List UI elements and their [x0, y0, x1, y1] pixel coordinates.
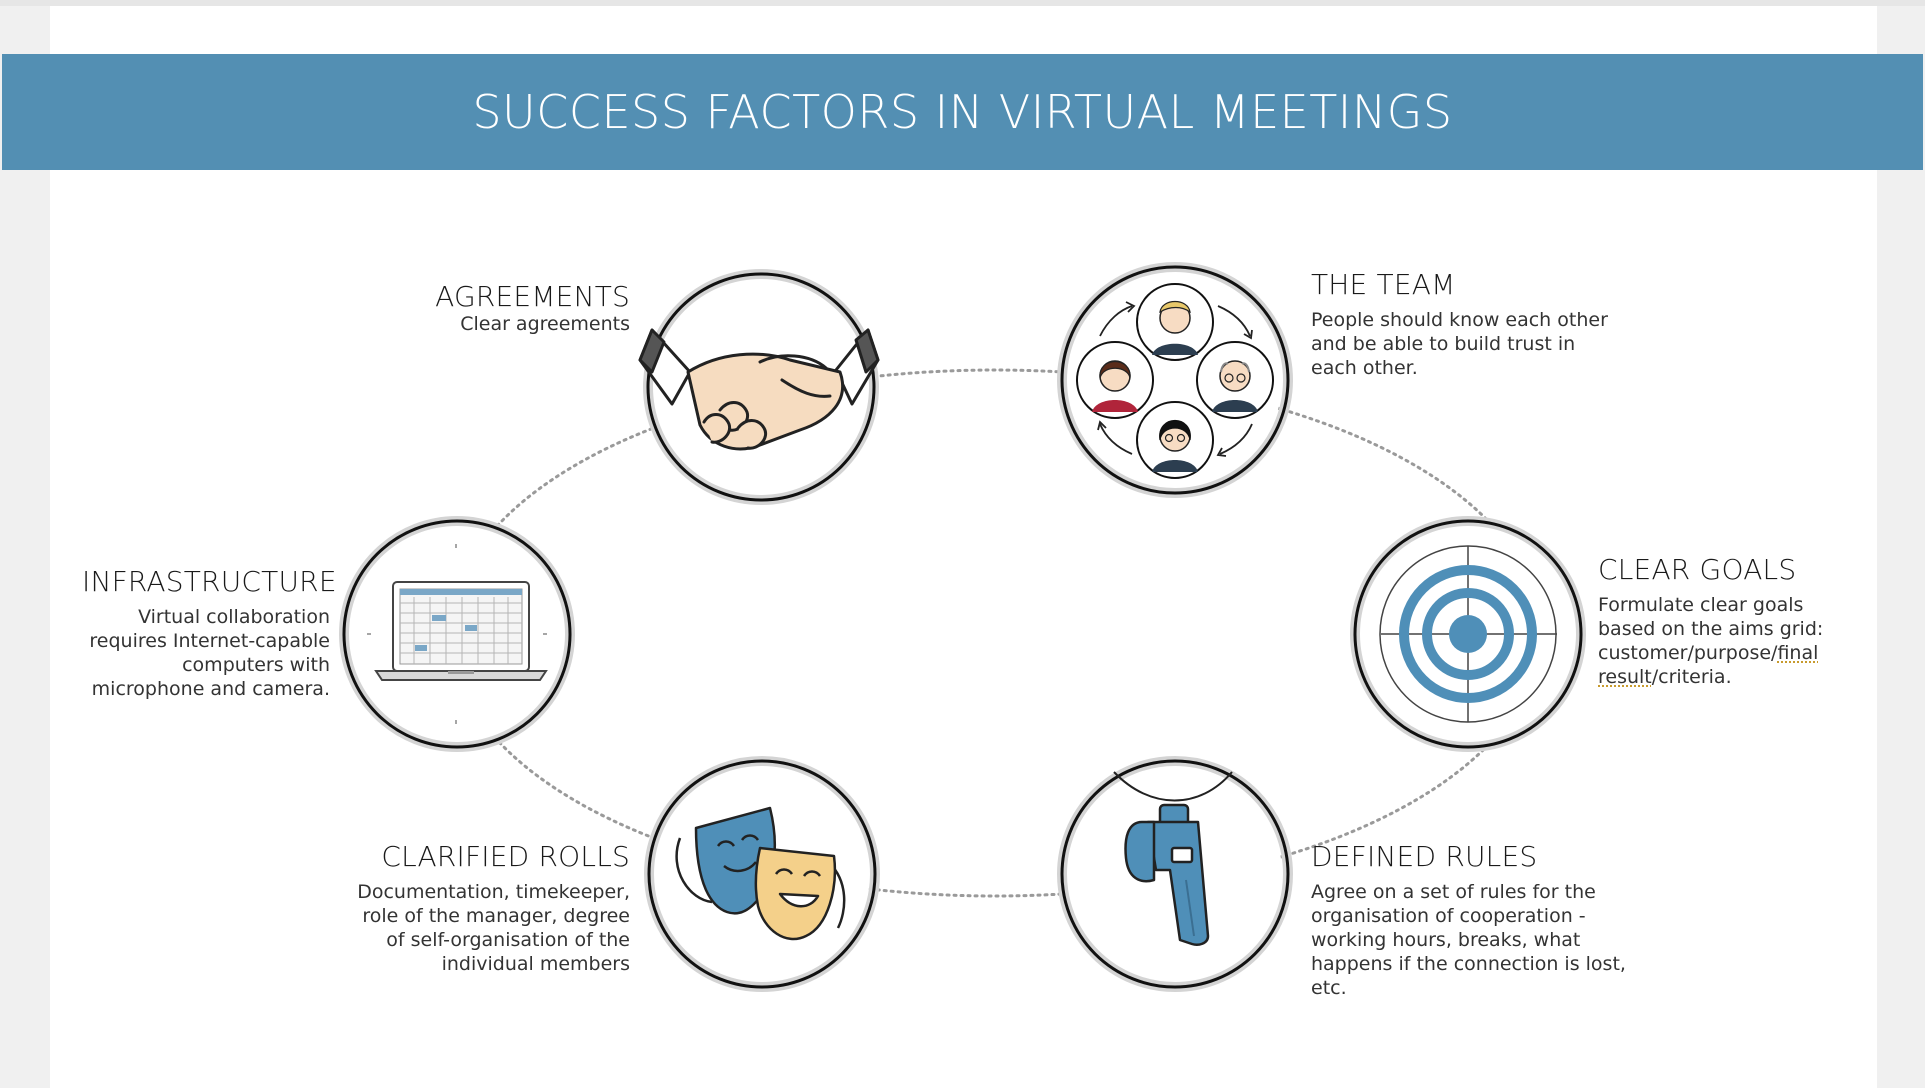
infrastructure-label: INFRASTRUCTURE Virtual collaboration req… — [82, 565, 337, 701]
team-description: People should know each other and be abl… — [1311, 309, 1608, 379]
team-member-icon — [1152, 419, 1198, 472]
agreements-description: Clear agreements — [460, 313, 630, 335]
team-icon — [1076, 283, 1274, 479]
team-member-icon — [1152, 300, 1198, 355]
whistle-icon — [1113, 771, 1233, 946]
rotation-arrows-icon — [1097, 301, 1253, 457]
roles-description: Documentation, timekeeper, role of the m… — [357, 881, 630, 975]
infrastructure-description: Virtual collaboration requires Internet-… — [89, 606, 330, 700]
roles-label: CLARIFIED ROLLS Documentation, timekeepe… — [352, 840, 630, 976]
rules-label: DEFINED RULES Agree on a set of rules fo… — [1311, 840, 1661, 1000]
theater-masks-icon — [675, 806, 846, 941]
rules-description: Agree on a set of rules for the organisa… — [1311, 881, 1626, 999]
page-title: SUCCESS FACTORS IN VIRTUAL MEETINGS — [472, 85, 1453, 139]
slide-canvas — [50, 6, 1877, 1088]
target-icon — [1379, 545, 1557, 723]
agreements-label: AGREEMENTS Clear agreements — [380, 280, 630, 336]
goals-label: CLEAR GOALS Formulate clear goals based … — [1598, 553, 1838, 689]
team-label: THE TEAM People should know each other a… — [1311, 268, 1621, 380]
goals-heading: CLEAR GOALS — [1598, 553, 1797, 586]
title-banner: SUCCESS FACTORS IN VIRTUAL MEETINGS — [2, 54, 1923, 170]
window-top-strip — [0, 0, 1925, 6]
handshake-icon — [638, 328, 880, 451]
team-heading: THE TEAM — [1311, 268, 1456, 301]
roles-heading: CLARIFIED ROLLS — [381, 840, 630, 873]
infrastructure-heading: INFRASTRUCTURE — [82, 565, 337, 598]
laptop-icon — [367, 544, 548, 724]
goals-description: Formulate clear goals based on the aims … — [1598, 594, 1824, 688]
team-member-icon — [1092, 360, 1138, 412]
rules-heading: DEFINED RULES — [1311, 840, 1538, 873]
agreements-heading: AGREEMENTS — [435, 280, 630, 313]
team-member-icon — [1212, 360, 1258, 412]
circle-team — [1057, 262, 1293, 498]
